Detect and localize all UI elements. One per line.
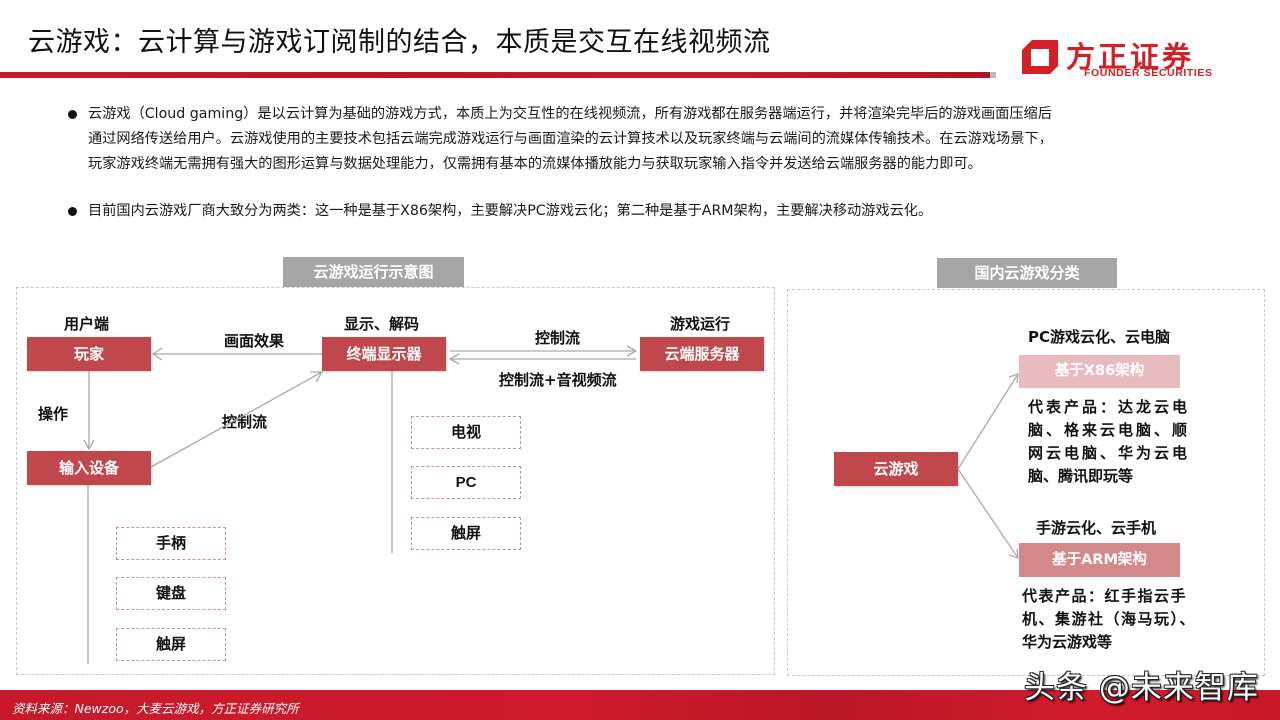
- branch-arm-box: 基于ARM架构: [1019, 543, 1180, 577]
- node-player: 玩家: [27, 337, 151, 371]
- input-device-gamepad: 手柄: [116, 527, 226, 560]
- bullet-dot-icon: [68, 207, 77, 216]
- display-device-pc: PC: [411, 466, 521, 499]
- input-device-touchscreen: 触屏: [116, 628, 226, 661]
- founder-securities-logo: 方正证券 FOUNDER SECURITIES: [1022, 36, 1237, 80]
- label-operate: 操作: [38, 405, 69, 423]
- page-title: 云游戏：云计算与游戏订阅制的结合，本质是交互在线视频流: [28, 27, 771, 58]
- branch-arm-description: 代表产品：红手指云手 机、集游社（海马玩）、 华为云游戏等: [1022, 587, 1197, 651]
- node-input-device: 输入设备: [27, 451, 151, 485]
- branch-arm-heading: 手游云化、云手机: [1036, 519, 1157, 537]
- label-picture-effect: 画面效果: [224, 332, 285, 350]
- bullet-text-line: 目前国内云游戏厂商大致分为两类：这一种是基于X86架构，主要解决PC游戏云化；第…: [88, 203, 933, 219]
- bullet-item: 目前国内云游戏厂商大致分为两类：这一种是基于X86架构，主要解决PC游戏云化；第…: [68, 199, 1198, 224]
- right-diagram-tag: 国内云游戏分类: [937, 258, 1117, 288]
- bullet-text-line: 云游戏（Cloud gaming）是以云计算为基础的游戏方式，本质上为交互性的在…: [88, 106, 1052, 122]
- node-cloud-server: 云端服务器: [640, 337, 764, 371]
- branch-x86-description: 代表产品：达龙云电 脑、格来云电脑、顺 网云电脑、华为云电 脑、腾讯即玩等: [1028, 398, 1191, 485]
- label-control-flow-left: 控制流: [222, 413, 268, 431]
- display-device-touchscreen: 触屏: [411, 517, 521, 550]
- label-display-decode: 显示、解码: [344, 315, 420, 333]
- display-device-tv: 电视: [411, 416, 521, 449]
- input-device-keyboard: 键盘: [116, 577, 226, 610]
- label-game-run: 游戏运行: [670, 315, 731, 333]
- label-user-side: 用户端: [64, 315, 110, 333]
- logo-english-name: FOUNDER SECURITIES: [1084, 67, 1213, 79]
- bullet-list: 云游戏（Cloud gaming）是以云计算为基础的游戏方式，本质上为交互性的在…: [68, 102, 1198, 241]
- node-cloud-gaming-root: 云游戏: [834, 452, 958, 486]
- title-underline-bar: [0, 72, 990, 78]
- branch-x86-box: 基于X86架构: [1019, 355, 1180, 388]
- footer-bar: [0, 690, 1280, 720]
- logo-chinese-name: 方正证券: [1066, 40, 1195, 74]
- bullet-dot-icon: [68, 110, 77, 119]
- bullet-text-line: 通过网络传送给用户。云游戏使用的主要技术包括云端完成游戏运行与画面渲染的云计算技…: [88, 131, 1053, 147]
- node-terminal-display: 终端显示器: [322, 337, 446, 371]
- footer-source: 资料来源：Newzoo，大麦云游戏，方正证券研究所: [12, 701, 299, 716]
- founder-logo-mark-icon: [1022, 40, 1058, 74]
- left-diagram-tag: 云游戏运行示意图: [283, 257, 464, 287]
- label-control-av-flow: 控制流+音视频流: [499, 371, 617, 389]
- title-underline-tail: [990, 72, 996, 78]
- bullet-item: 云游戏（Cloud gaming）是以云计算为基础的游戏方式，本质上为交互性的在…: [68, 102, 1198, 177]
- watermark: 头条 @未来智库: [1024, 670, 1259, 706]
- left-diagram-panel: [16, 287, 775, 675]
- branch-x86-heading: PC游戏云化、云电脑: [1028, 328, 1171, 346]
- bullet-text-line: 玩家游戏终端无需拥有强大的图形运算与数据处理能力，仅需拥有基本的流媒体播放能力与…: [88, 156, 982, 172]
- right-diagram-panel: [787, 289, 1265, 676]
- label-control-flow-top: 控制流: [535, 329, 581, 347]
